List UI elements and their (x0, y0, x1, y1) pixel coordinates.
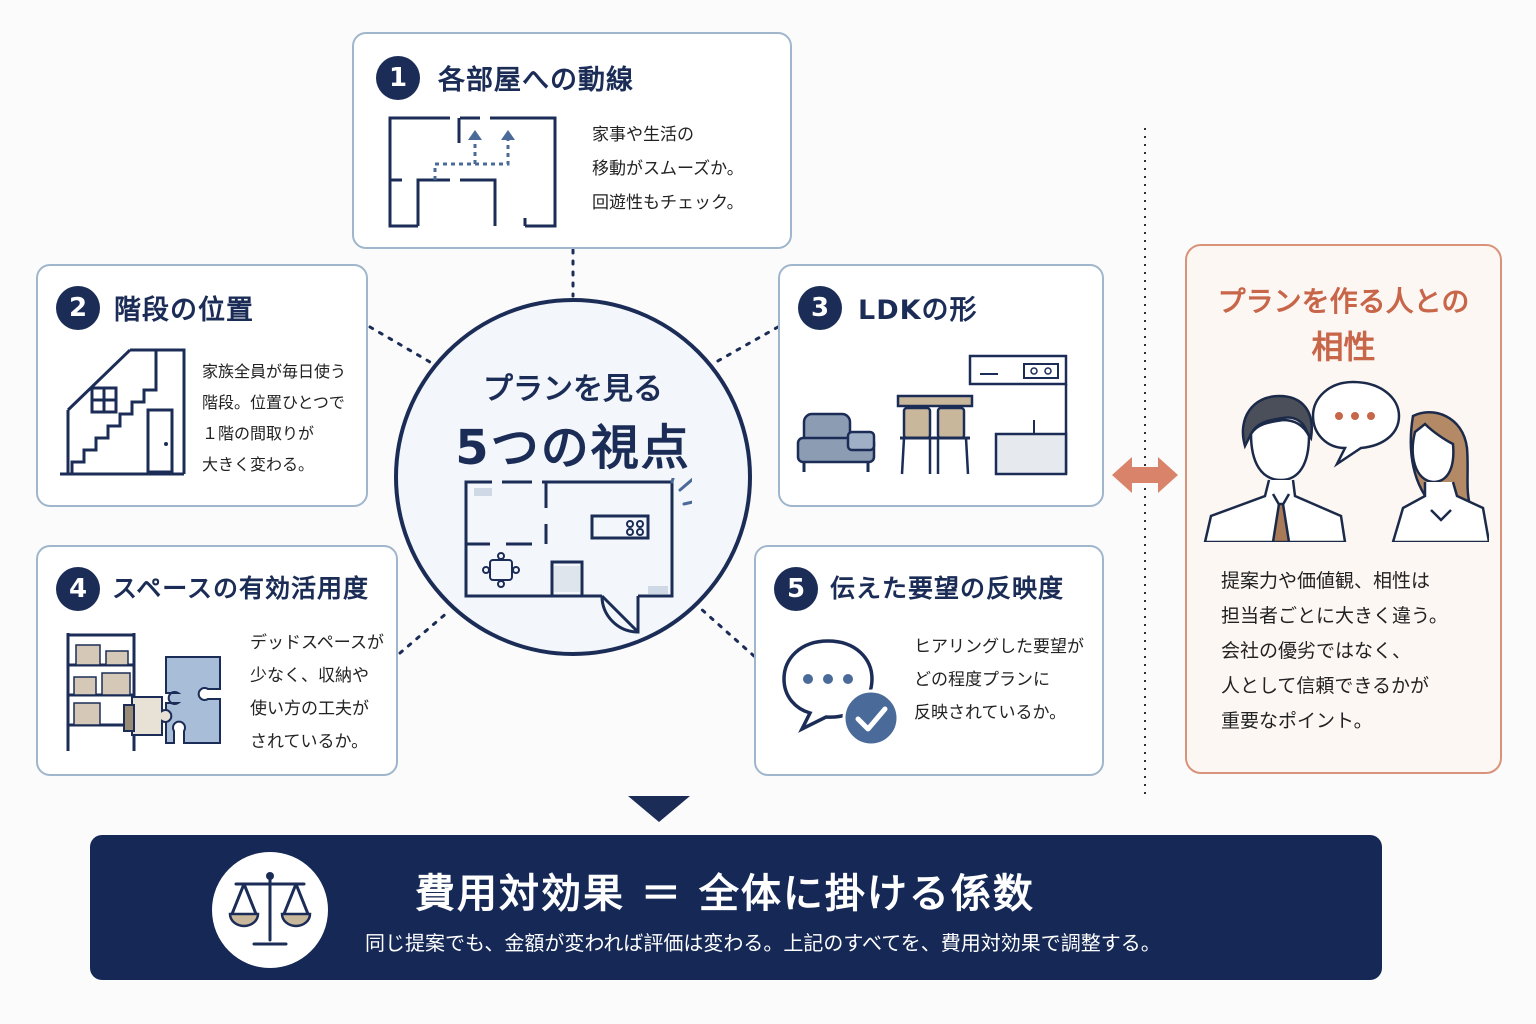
card-number: 2 (56, 286, 100, 330)
connector-2 (368, 325, 432, 364)
center-circle: プランを見る 5つの視点 (394, 298, 752, 656)
connector-5 (698, 606, 756, 658)
center-title-line2: 5つの視点 (455, 420, 691, 476)
connector-3 (714, 325, 780, 364)
double-arrow-icon (1112, 457, 1178, 493)
floor-plan-icon (464, 478, 692, 634)
floor-plan-icon (388, 116, 557, 228)
kitchen-icon (968, 354, 1068, 476)
card-number: 5 (774, 567, 818, 611)
card-title: スペースの有効活用度 (112, 574, 370, 603)
card-title: 階段の位置 (114, 295, 254, 326)
card-stairs: 2 階段の位置 家族全員が毎日使う 階段。位置ひとつで １階の間取りが 大きく変… (36, 264, 368, 507)
chair-icon (896, 394, 974, 475)
card-request-reflection: 5 伝えた要望の反映度 ヒアリングした要望が どの程度プランに 反映されているか… (754, 545, 1104, 776)
scale-icon-circle (212, 852, 328, 968)
banner-subtitle: 同じ提案でも、金額が変われば評価は変わる。上記のすべてを、費用対効果で調整する。 (365, 931, 1161, 955)
puzzle-icon (123, 656, 221, 744)
card-title: 伝えた要望の反映度 (830, 574, 1065, 603)
stairs-icon (60, 348, 186, 476)
scale-icon (228, 872, 312, 946)
right-title-line2: 相性 (1311, 328, 1376, 366)
cost-effectiveness-banner: 費用対効果 ＝ 全体に掛ける係数 同じ提案でも、金額が変われば評価は変わる。上記… (90, 835, 1382, 980)
card-desc: 家族全員が毎日使う 階段。位置ひとつで １階の間取りが 大きく変わる。 (202, 362, 347, 474)
card-number: 4 (56, 567, 100, 611)
card-desc: ヒアリングした要望が どの程度プランに 反映されているか。 (914, 637, 1084, 723)
card-ldk: 3 LDKの形 (778, 264, 1104, 507)
center-title-line1: プランを見る (483, 372, 663, 407)
down-arrow-icon (628, 796, 690, 822)
card-desc: デッドスペースが 少なく、収納や 使い方の工夫が されているか。 (250, 633, 384, 752)
card-room-flow: 1 各部屋への動線 家事や生活の 移動がスムーズか。 回遊性もチェック。 (352, 32, 792, 249)
banner-title: 費用対効果 ＝ 全体に掛ける係数 (415, 871, 1035, 917)
right-desc: 提案力や価値観、相性は 担当者ごとに大きく違う。 会社の優劣ではなく、 人として… (1221, 570, 1448, 732)
sofa-icon (796, 412, 876, 472)
card-title: 各部屋への動線 (438, 65, 634, 96)
card-title: LDKの形 (858, 295, 978, 326)
card-desc: 家事や生活の 移動がスムーズか。 回遊性もチェック。 (592, 125, 744, 213)
people-talking-icon (1203, 380, 1489, 542)
card-number: 3 (798, 286, 842, 330)
connector-4 (398, 610, 450, 655)
right-title-line1: プランを作る人との (1217, 285, 1470, 318)
card-space-usage: 4 スペースの有効活用度 デッドスペースが 少なく、収納や 使い方の工夫が され… (36, 545, 398, 776)
card-number: 1 (376, 56, 420, 100)
check-icon (842, 689, 900, 747)
shelf-icon (66, 633, 136, 751)
card-planner-compatibility: プランを作る人との 相性 提案力や価値観、相性は 担当者ごとに大きく違う。 会社… (1185, 244, 1502, 774)
